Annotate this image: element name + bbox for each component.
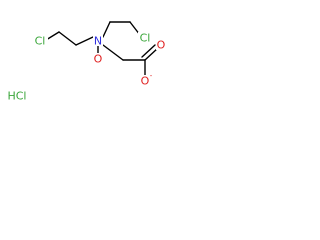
atom-label-group: Cl Cl N O O O - [34,32,166,88]
bond-c2-n-left [75,36,94,46]
bond-cl-left-c1 [45,31,60,41]
bond-n-c3 [102,21,111,38]
atom-cl-left: Cl [35,35,46,48]
bond-c-o-double-2 [141,44,156,58]
bond-c-o-double-1 [144,47,159,61]
atom-n-oxide-oxygen: O [94,53,103,66]
atom-nitrogen: N [94,35,102,48]
atom-cl-right: Cl [140,32,151,45]
atom-carbonyl-oxygen: O [157,39,166,52]
bond-c1-c2-left [58,31,77,46]
carboxylate-negative-charge: - [150,72,153,80]
counterion-hcl: HCl [7,90,26,103]
chemical-structure-diagram: Cl Cl N O O O - HCl [7,21,166,103]
bond-n-ch2 [102,44,124,61]
atom-carboxylate-oxygen: O [141,75,150,88]
bond-group [45,21,159,76]
